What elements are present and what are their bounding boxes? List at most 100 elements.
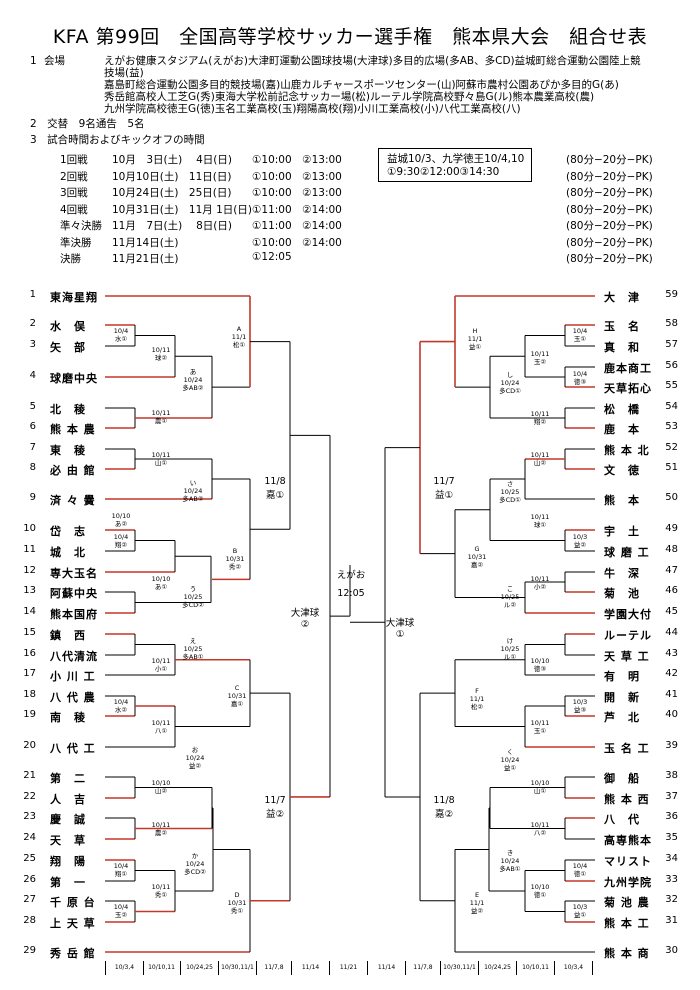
footer-date-cell: 10/3,4 <box>105 961 144 975</box>
schedule-dur: (80分−20分−PK) <box>566 203 653 216</box>
match-info-label: 10/11 小① <box>151 657 171 673</box>
team-seed-number: 3 <box>29 339 36 350</box>
match-info-label: 10/4 玉① <box>572 327 588 343</box>
team-seed-number: 43 <box>665 648 678 659</box>
team-seed-number: 47 <box>665 565 678 576</box>
footer-date-cell: 11/7,8 <box>406 961 441 975</box>
team-seed-number: 10 <box>23 523 36 534</box>
match-info-label: 10/4 翔① <box>113 862 129 878</box>
venue-line-2: 技場(益) <box>104 67 144 79</box>
footer-date-cell: 11/7,8 <box>257 961 292 975</box>
team-name: 天 草 工 <box>604 650 650 663</box>
match-info-label: B 10/31 秀② <box>225 547 245 571</box>
team-seed-number: 2 <box>29 318 36 329</box>
team-seed-number: 19 <box>23 709 36 720</box>
team-seed-number: 33 <box>665 874 678 885</box>
team-name: 菊 池 農 <box>604 896 650 909</box>
match-info-label: 10/11 小② <box>530 575 550 591</box>
team-name: 天草拓心 <box>604 382 652 395</box>
match-info-label: 10/10 徳③ <box>530 657 550 673</box>
footer-date-cell: 10/10,11 <box>517 961 555 975</box>
team-name: 第 一 <box>50 876 86 889</box>
team-name: 熊 本 商 <box>604 947 650 960</box>
team-seed-number: 32 <box>665 894 678 905</box>
team-name: 北 稜 <box>50 403 86 416</box>
team-seed-number: 55 <box>665 380 678 391</box>
team-name: 高専熊本 <box>604 834 652 847</box>
team-name: 八代清流 <box>50 650 98 663</box>
match-info-label: 10/11 農② <box>151 821 171 837</box>
team-name: 南 稜 <box>50 711 86 724</box>
match-info-label: G 10/31 嘉② <box>467 545 487 569</box>
team-seed-number: 22 <box>23 791 36 802</box>
team-name: 熊 本 北 <box>604 444 650 457</box>
team-seed-number: 31 <box>665 915 678 926</box>
team-name: 八 代 農 <box>50 691 96 704</box>
team-name: 御 船 <box>604 772 640 785</box>
venue-number: 1 <box>30 55 37 67</box>
team-name: 宇 土 <box>604 525 640 538</box>
team-seed-number: 15 <box>23 627 36 638</box>
team-name: 阿蘇中央 <box>50 587 98 600</box>
team-seed-number: 40 <box>665 709 678 720</box>
team-name: 菊 池 <box>604 587 640 600</box>
team-name: 城 北 <box>50 546 86 559</box>
final-time: 12:05 <box>337 588 365 599</box>
match-info-label: 10/11 球① <box>530 513 550 529</box>
team-name: 済 々 黌 <box>50 494 96 507</box>
schedule-round: 準決勝 <box>60 236 92 249</box>
special-kickoff-venues: 益城10/3、九学徳王10/4,10 <box>387 153 525 165</box>
team-seed-number: 27 <box>23 894 36 905</box>
team-seed-number: 5 <box>29 401 36 412</box>
team-seed-number: 7 <box>29 442 36 453</box>
team-seed-number: 44 <box>665 627 678 638</box>
team-seed-number: 8 <box>29 462 36 473</box>
match-info-label: 10/4 徳③ <box>572 370 588 386</box>
team-seed-number: 24 <box>23 832 36 843</box>
match-info-label: う 10/25 多CD② <box>182 585 204 609</box>
footer-date-cell: 10/10,11 <box>143 961 181 975</box>
venue-label: 会場 <box>44 55 65 67</box>
team-seed-number: 26 <box>23 874 36 885</box>
match-info-label: 11/8 嘉① <box>264 476 286 501</box>
match-info-label: C 10/31 嘉① <box>227 684 247 708</box>
substitution-rule: 2 交替 9名通告 5名 <box>30 118 145 130</box>
team-seed-number: 18 <box>23 689 36 700</box>
team-name: 球磨中央 <box>50 372 98 385</box>
team-seed-number: 11 <box>23 544 36 555</box>
schedule-date: 10月31日(土) 11月 1日(日) <box>112 203 252 216</box>
footer-date-cell: 10/24,25 <box>181 961 219 975</box>
team-seed-number: 49 <box>665 523 678 534</box>
team-seed-number: 20 <box>23 740 36 751</box>
team-seed-number: 51 <box>665 462 678 473</box>
footer-date-cell: 10/3,4 <box>555 961 593 975</box>
team-seed-number: 34 <box>665 853 678 864</box>
match-info-label: し 10/24 多CD① <box>499 371 521 395</box>
team-name: 牛 深 <box>604 567 640 580</box>
match-info-label: お 10/24 益② <box>185 746 205 770</box>
match-info-label: き 10/24 多AB① <box>499 849 521 873</box>
semifinal-right-venue: 大津球 ① <box>385 618 415 640</box>
team-name: 翔 陽 <box>50 855 86 868</box>
team-name: 水 俣 <box>50 320 86 333</box>
team-name: 東海星翔 <box>50 291 98 304</box>
match-info-label: 10/4 水① <box>113 327 129 343</box>
team-name: 球 磨 工 <box>604 546 650 559</box>
schedule-dur: (80分−20分−PK) <box>566 220 653 232</box>
match-info-label: い 10/24 多AB② <box>182 479 204 503</box>
team-name: 開 新 <box>604 691 640 704</box>
team-seed-number: 38 <box>665 770 678 781</box>
match-info-label: E 11/1 益② <box>469 891 485 915</box>
match-info-label: 10/11 玉② <box>530 350 550 366</box>
team-seed-number: 42 <box>665 668 678 679</box>
team-name: 芦 北 <box>604 711 640 724</box>
team-seed-number: 48 <box>665 544 678 555</box>
schedule-times: ①11:00 ②14:00 <box>252 220 342 232</box>
schedule-round: 4回戦 <box>60 203 88 216</box>
team-seed-number: 21 <box>23 770 36 781</box>
team-seed-number: 35 <box>665 832 678 843</box>
team-name: 秀 岳 館 <box>50 947 96 960</box>
footer-date-cell: 11/14 <box>292 961 330 975</box>
team-name: 専大玉名 <box>50 567 98 580</box>
venue-line-4: 秀岳館高校人工芝G(秀)東海大学松前記念サッカー場(松)ルーテル学院高校野々島G… <box>104 91 595 103</box>
